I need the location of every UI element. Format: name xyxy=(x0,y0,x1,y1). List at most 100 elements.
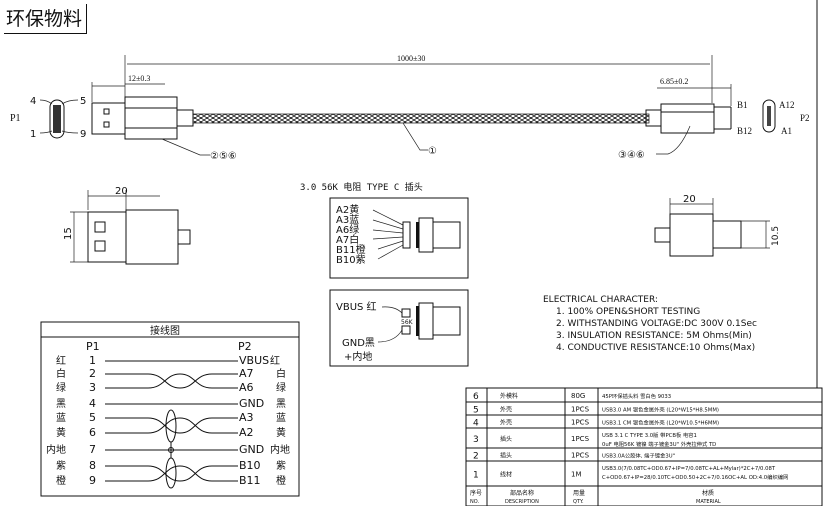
p2-signal: A3 xyxy=(239,411,254,424)
p2-signal: VBUS xyxy=(239,354,269,367)
resistor-label: 56K xyxy=(401,319,414,326)
right-height-label: 10.5 xyxy=(771,226,781,246)
wire-color-right: 黄 xyxy=(276,426,286,439)
type-c-plug xyxy=(645,103,732,134)
bom-header-no-en: NO. xyxy=(470,499,479,505)
p1-pin-number: 3 xyxy=(89,381,96,394)
type-c-pinout-top: A2黄 A3蓝 A6绿 A7白 B11橙 B10紫 xyxy=(329,197,469,279)
wire-color-right: 红 xyxy=(270,354,280,367)
bom-header-name-en: DESCRIPTION xyxy=(505,499,539,505)
bom-no: 3 xyxy=(473,435,479,445)
p2-signal: GND xyxy=(239,443,264,456)
bom-qty: 1PCS xyxy=(571,406,590,414)
pin-a6: A6绿 xyxy=(336,223,359,236)
bom-no: 4 xyxy=(473,419,479,429)
bom-material: USB3.0(7/0.08TC+OD0.67+IP=7/0.08TC+AL+My… xyxy=(602,466,788,481)
p2-pin-b12: B12 xyxy=(737,126,752,136)
wiring-row: 内地 7 GND 内地 xyxy=(46,443,290,456)
pin-b10: B10紫 xyxy=(336,254,366,266)
pin-a7: A7白 xyxy=(336,233,359,246)
bom-no: 5 xyxy=(473,406,479,416)
bom-material: USB3.0 AM 银色金属外壳 (L20*W15*H8.5MM) xyxy=(602,406,719,414)
p1-pin-number: 6 xyxy=(89,426,96,439)
p1-pin-5: 5 xyxy=(80,96,86,107)
p1-pin-number: 8 xyxy=(89,459,96,472)
pin-gnd: GND黑 xyxy=(342,337,375,349)
overview-drawing: 1000±30 12±0.3 P1 4 5 1 9 ②⑤⑥ xyxy=(10,54,810,162)
wire-color-right: 橙 xyxy=(276,474,286,487)
bom-material: USB3.0A公胶体, 端子镀金3U" xyxy=(602,452,675,460)
wire-color-right: 紫 xyxy=(276,460,286,472)
wiring-p1: P1 xyxy=(86,340,100,353)
electrical-item: 3. INSULATION RESISTANCE: 5M Ohms(Min) xyxy=(556,331,752,341)
pin-vbus: VBUS 红 xyxy=(336,300,377,313)
wire-color-right: 白 xyxy=(276,367,286,380)
bom-header-qty: 用量 xyxy=(573,490,585,497)
bom-header-name: 部品名称 xyxy=(510,489,534,497)
p1-pin-number: 1 xyxy=(89,354,96,367)
usb-a-plug xyxy=(91,96,194,140)
wire-color-left: 黑 xyxy=(56,398,66,410)
p1-pin-1: 1 xyxy=(30,129,36,140)
p2-connector-face xyxy=(762,99,776,133)
electrical-item: 4. CONDUCTIVE RESISTANCE:10 Ohms(Max) xyxy=(556,343,755,353)
bom-no: 6 xyxy=(473,392,479,402)
p1-label: P1 xyxy=(10,113,21,124)
bom-name: 线材 xyxy=(500,471,512,479)
wire-color-right: 蓝 xyxy=(276,412,286,424)
bom-no: 1 xyxy=(473,471,479,481)
pin-inner-ground: +内地 xyxy=(344,350,372,363)
wiring-p2: P2 xyxy=(238,340,252,353)
p1-connector-face xyxy=(39,99,79,139)
type-c-side-view: 20 10.5 xyxy=(654,194,781,257)
p2-signal: A6 xyxy=(239,381,254,394)
p1-pin-number: 5 xyxy=(89,411,96,424)
bom-name: 外壳 xyxy=(500,406,512,414)
usb-a-side-view: 20 15 xyxy=(63,186,191,265)
electrical-characteristics: ELECTRICAL CHARACTER: 1. 100% OPEN&SHORT… xyxy=(543,295,757,353)
wire-color-left: 内地 xyxy=(46,443,66,456)
electrical-item: 1. 100% OPEN&SHORT TESTING xyxy=(556,307,700,317)
bom-qty: 1PCS xyxy=(571,419,590,427)
bom-header-material: 材质 xyxy=(702,489,714,497)
p1-pin-number: 7 xyxy=(89,443,96,456)
wire-color-right: 内地 xyxy=(270,443,290,456)
type-c-dimension-label: 6.85±0.2 xyxy=(660,77,688,86)
left-width-label: 20 xyxy=(115,186,128,197)
overall-length-label: 1000±30 xyxy=(397,54,425,63)
wire-color-right: 黑 xyxy=(276,398,286,410)
wiring-title: 接线图 xyxy=(150,324,180,337)
type-c-pinout-heading: 3.0 56K 电阻 TYPE C 插头 xyxy=(300,181,423,193)
p2-signal: A7 xyxy=(239,367,254,380)
p2-signal: GND xyxy=(239,397,264,410)
wire-color-left: 白 xyxy=(56,367,66,380)
p2-pin-b1: B1 xyxy=(737,100,748,110)
bom-header-no: 序号 xyxy=(470,489,482,497)
wire-color-left: 红 xyxy=(56,354,66,367)
wire-color-right: 绿 xyxy=(276,381,286,394)
bom-name: 外模料 xyxy=(500,392,518,400)
electrical-item: 2. WITHSTANDING VOLTAGE:DC 300V 0.1Sec xyxy=(556,319,757,329)
bom-material: 45P环保插头料 雪白色 9033 xyxy=(602,392,671,400)
callout-cable: ① xyxy=(428,146,437,157)
p1-pin-number: 9 xyxy=(89,474,96,487)
wire-color-left: 绿 xyxy=(56,381,66,394)
braided-cable xyxy=(192,113,650,124)
p2-signal: A2 xyxy=(239,426,254,439)
bom-no: 2 xyxy=(473,452,479,462)
wire-color-left: 蓝 xyxy=(56,412,66,424)
wiring-row: 蓝 5 A3 蓝 xyxy=(56,411,286,424)
callout-type-c: ③④⑥ xyxy=(618,150,645,161)
callout-usb-a: ②⑤⑥ xyxy=(210,151,237,162)
type-c-pinout-bottom: VBUS 红 56K GND黑 +内地 xyxy=(329,289,469,367)
pin-a3: A3蓝 xyxy=(336,214,359,226)
